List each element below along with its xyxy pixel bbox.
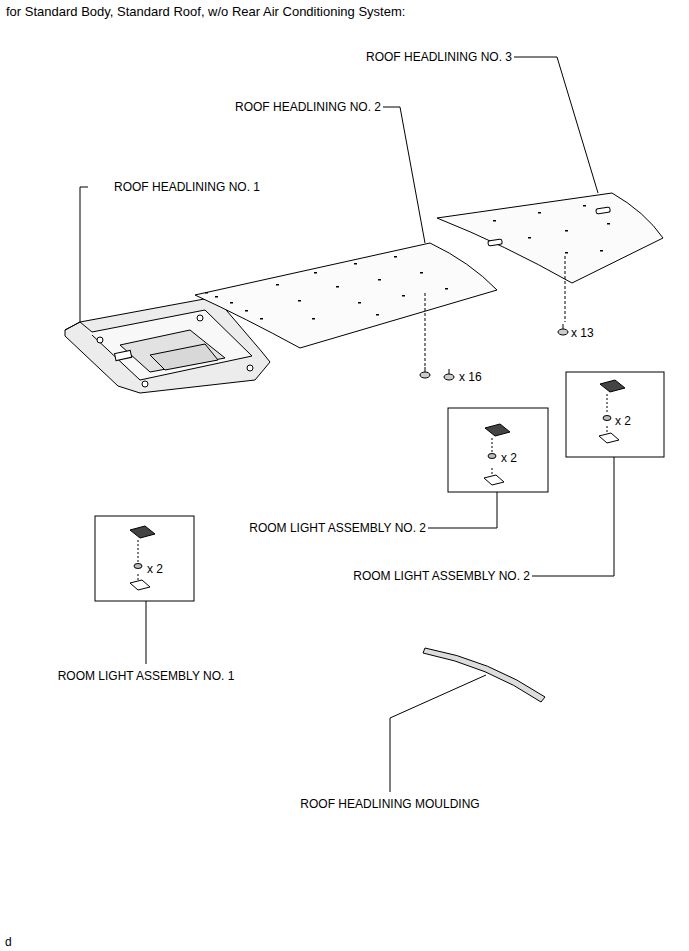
part-name: d [3,935,14,949]
part-name: ROOF HEADLINING NO. 3 [364,50,514,64]
headlining-no2 [425,367,426,372]
headlining-no2 [260,318,263,320]
headlining-no2 [205,292,208,294]
part-name: ROOM LIGHT ASSEMBLY NO. 1 [56,669,237,683]
room-light-no2-b [603,416,611,421]
room-light-no2-a [492,468,493,474]
headlining-no3 [528,237,531,239]
headlining-no2 [245,310,248,312]
headlining-no1 [80,310,252,380]
leader-lines [383,107,425,243]
headlining-no3 [583,205,586,207]
leader-lines [146,601,147,664]
headlining-no2 [195,243,497,380]
leader-lines [80,187,88,326]
headlining-no2 [215,296,218,298]
headlining-no1 [97,337,103,343]
headlining-no1 [142,381,148,387]
headlining-no2 [376,314,379,316]
headlining-no3 [558,329,568,335]
part-name: ROOF HEADLINING NO. 1 [112,180,262,194]
headlining-no2 [336,286,339,288]
headlining-no2 [298,300,301,302]
figure-title: for Standard Body, Standard Roof, w/o Re… [6,4,405,20]
room-light-no1 [95,516,194,601]
room-light-no1 [130,580,150,590]
headlining-no2 [394,256,397,258]
room-light-no2-a [488,454,496,459]
room-light-no2-a [484,475,504,485]
room-light-no2-a [448,408,548,492]
room-light-no1 [138,574,139,580]
room-light-no2-b [607,394,608,414]
headlining-no2 [195,243,497,348]
headlining-no2 [402,295,405,297]
room-light-no1 [95,516,194,601]
leader-lines [514,57,598,193]
headlining-no1 [197,315,203,321]
headlining-no2 [420,272,423,274]
headlining-no3 [538,212,541,214]
quantity-note: x 16 [457,370,484,384]
headlining-no3 [565,256,566,322]
room-light-no1 [130,526,155,538]
headlining-no2 [444,374,454,380]
headlining-no1 [115,350,132,360]
part-name: ROOM LIGHT ASSEMBLY NO. 2 [247,521,428,535]
room-light-no2-a [448,408,548,492]
headlining-no1 [120,330,225,372]
part-name: ROOF HEADLINING MOULDING [298,797,481,811]
headlining-no2 [312,318,315,320]
room-light-no1 [138,540,139,562]
headlining-no2 [425,293,426,366]
headlining-no3 [600,250,603,252]
headlining-no3 [437,193,663,283]
part-name: ROOM LIGHT ASSEMBLY NO. 2 [351,569,532,583]
headlining-no1 [150,344,218,370]
headlining-no2 [205,256,448,320]
headlining-no3 [493,205,610,254]
headlining-no3 [565,230,568,232]
headlining-no2 [449,369,450,374]
headlining-no1 [65,322,80,330]
headlining-no2 [354,263,357,265]
part-name: ROOF HEADLINING NO. 2 [233,100,383,114]
headlining-no3 [493,220,496,222]
headlining-moulding [423,648,545,702]
headlining-no3 [596,207,611,214]
room-light-no2-b [607,426,608,432]
room-light-no2-b [600,380,625,392]
headlining-no2 [276,284,279,286]
leader-lines [428,492,497,528]
quantity-note: x 2 [145,562,165,576]
headlining-no1 [247,365,253,371]
headlining-no2 [314,272,317,274]
quantity-note: x 13 [569,326,596,340]
leader-lines [390,675,486,792]
headlining-no3 [565,252,568,254]
quantity-note: x 2 [499,451,519,465]
quantity-note: x 2 [613,414,633,428]
headlining-no2 [420,372,430,378]
headlining-moulding [423,648,545,702]
headlining-no3 [607,223,610,225]
headlining-no2 [445,288,448,290]
headlining-no2 [230,302,233,304]
room-light-no2-b [566,372,664,457]
headlining-no3 [488,239,503,246]
headlining-no2 [358,302,361,304]
room-light-no2-b [599,433,619,443]
room-light-no2-b [566,372,664,457]
room-light-no1 [134,564,142,569]
headlining-no3 [563,324,564,329]
leader-lines [532,457,614,576]
room-light-no2-a [492,438,493,452]
room-light-no2-a [485,424,510,436]
headlining-no2 [378,279,381,281]
headlining-no3 [437,193,663,335]
